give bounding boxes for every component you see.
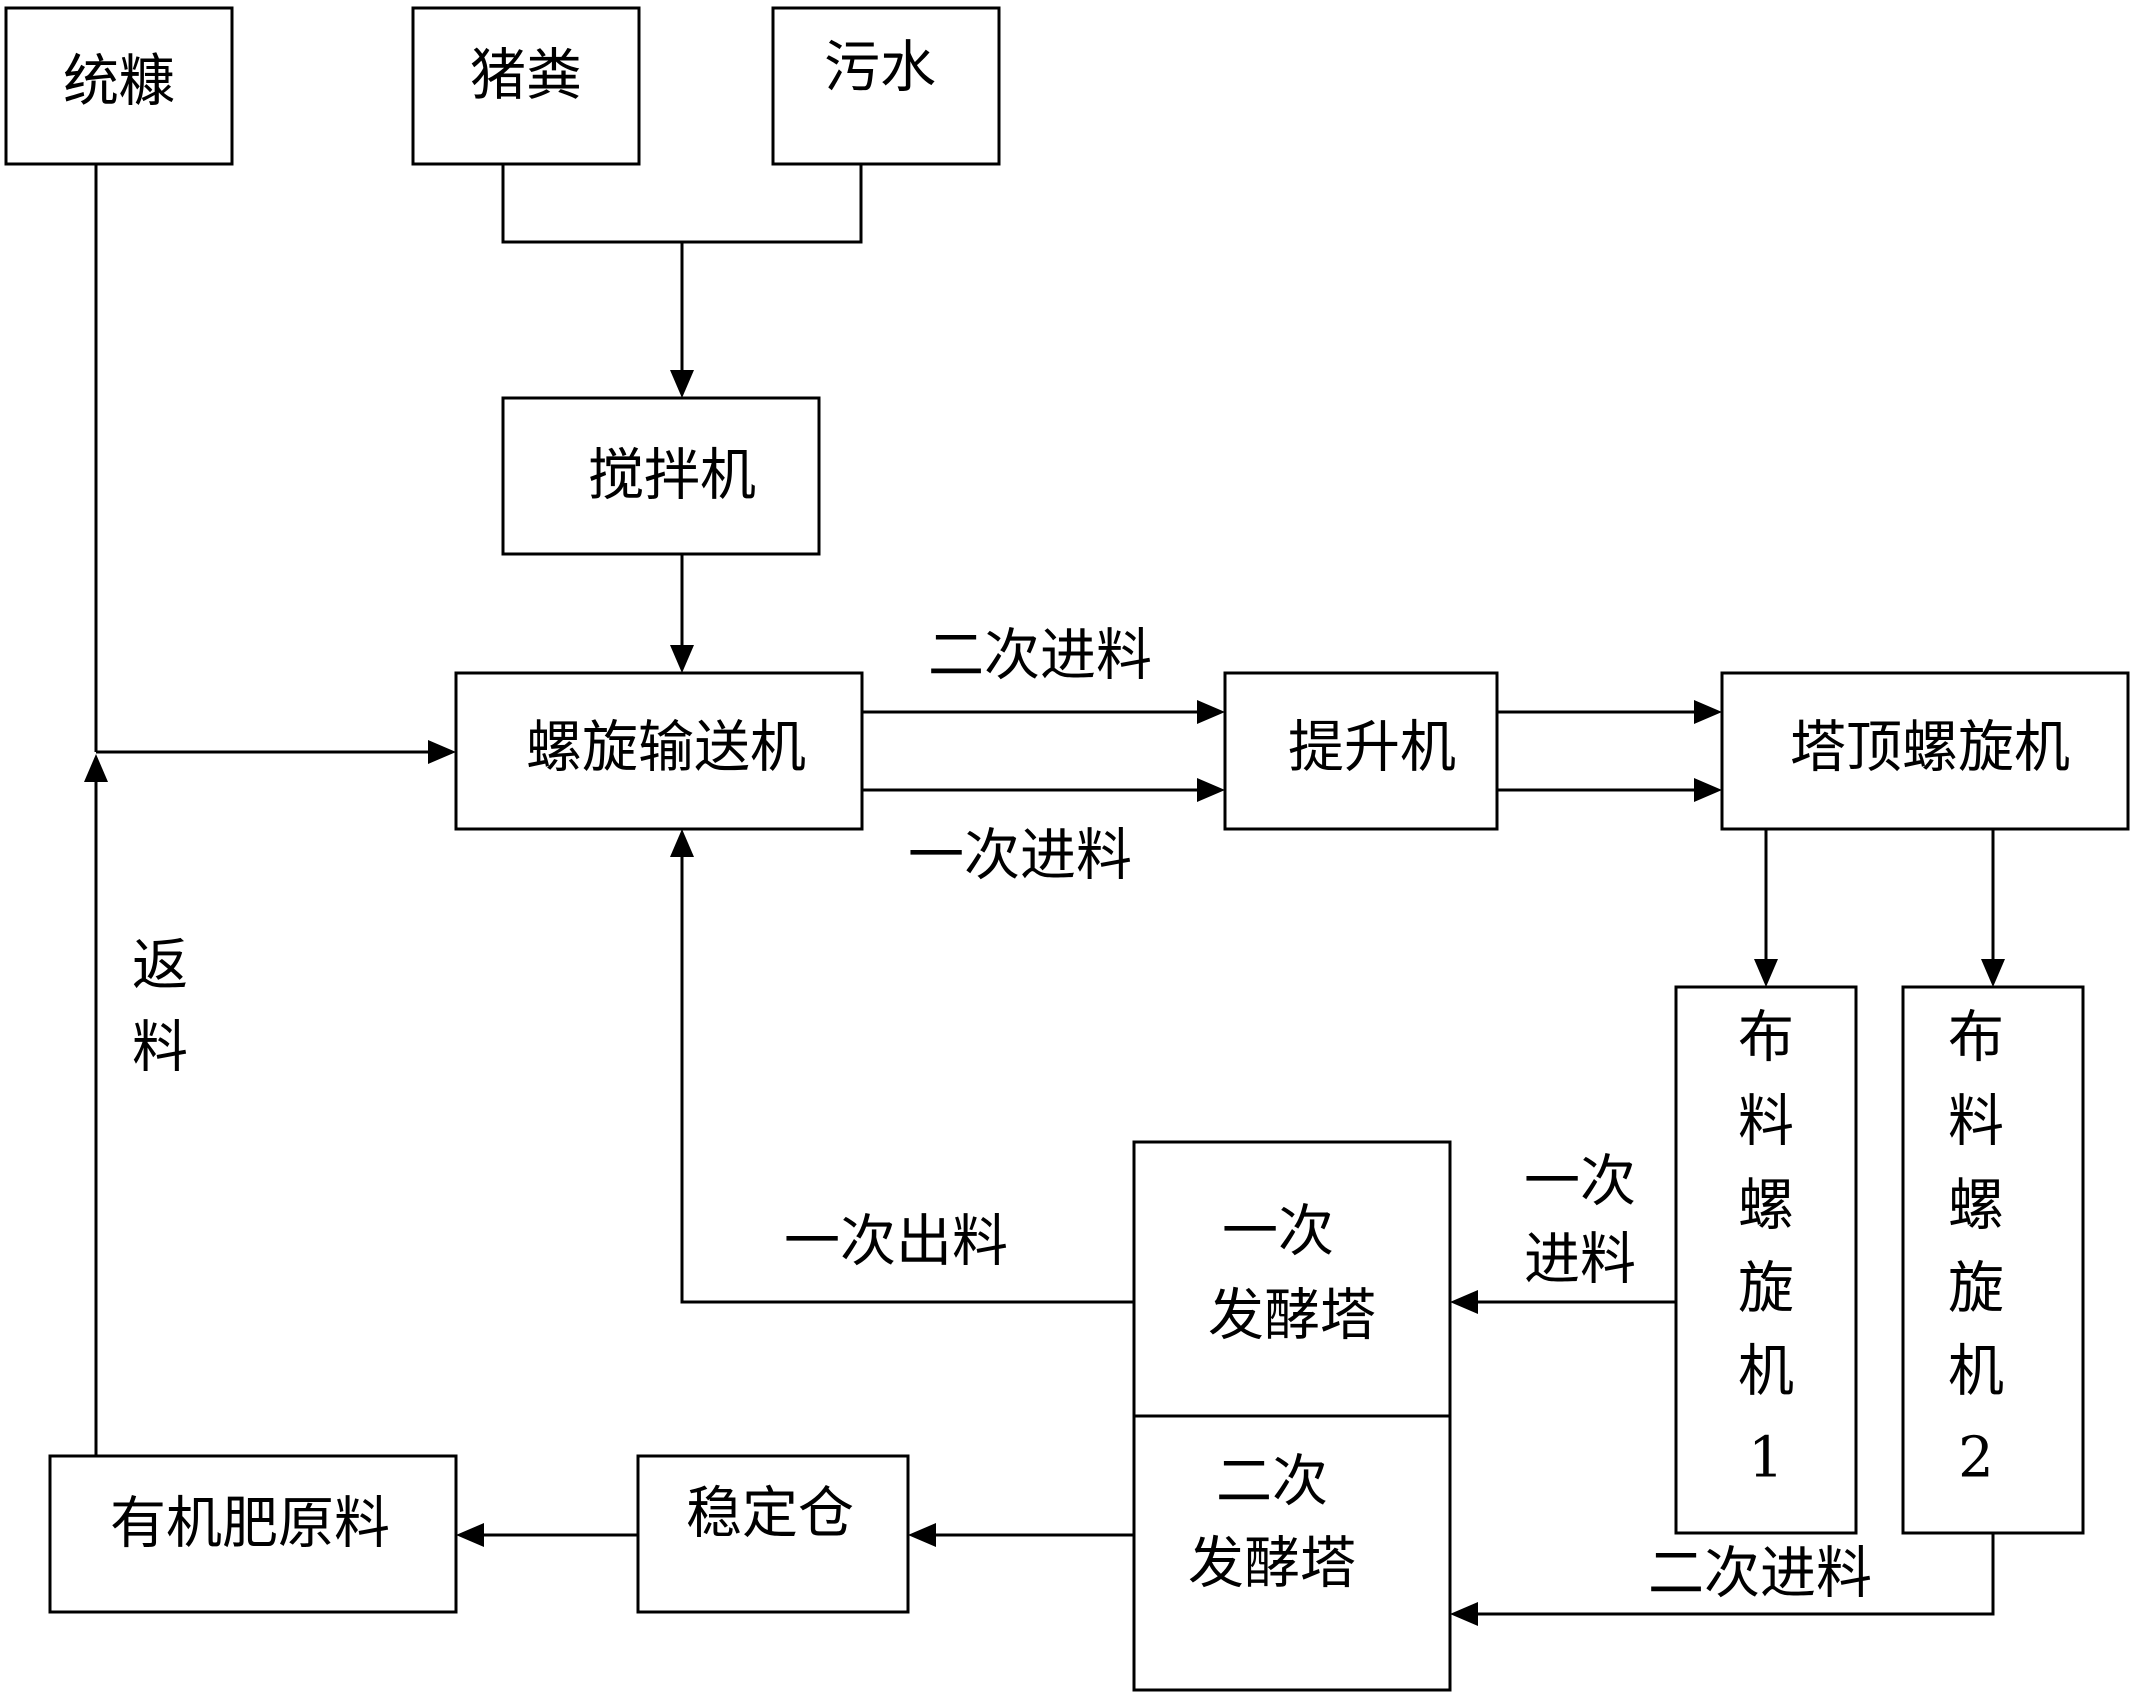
arrowhead xyxy=(428,740,456,764)
node-wushui: 污水 xyxy=(771,6,1001,166)
edge-jiaobanji-to-luoxuan xyxy=(670,554,694,673)
node-jiaobanji-label: 搅拌机 xyxy=(588,444,756,509)
node-erci-fajiaota-line-1: 二次 xyxy=(1216,1450,1328,1515)
arrowhead xyxy=(456,1523,484,1547)
node-bulu-2-char-5: 机 xyxy=(1948,1340,2004,1405)
edge-tongkang-to-luoxuan xyxy=(94,164,456,764)
node-wendingcang: 稳定仓 xyxy=(636,1454,910,1614)
arrowhead xyxy=(1694,700,1722,724)
arrowhead xyxy=(1197,700,1225,724)
node-erci-fajiaota: 二次 发酵塔 xyxy=(1132,1414,1452,1692)
node-tading-luoxuanji-label: 塔顶螺旋机 xyxy=(1790,716,2070,781)
label-yici-chuliao: 一次出料 xyxy=(784,1210,1008,1275)
node-bulu-1-char-4: 旋 xyxy=(1738,1257,1794,1322)
node-bulu-luoxuanji-2: 布 料 螺 旋 机 2 xyxy=(1901,985,2085,1535)
node-youjifei-label: 有机肥原料 xyxy=(110,1492,390,1557)
arrowhead xyxy=(1754,959,1778,987)
node-youjifei-yuanliao: 有机肥原料 xyxy=(48,1454,458,1614)
node-wendingcang-label: 稳定仓 xyxy=(686,1482,854,1547)
label-yici-jinliao-top: 一次进料 xyxy=(908,824,1132,889)
edge-tading-to-bulu-2 xyxy=(1981,829,2005,987)
node-tongkang: 统糠 xyxy=(4,6,234,166)
node-jiaobanji: 搅拌机 xyxy=(501,396,821,556)
arrowhead xyxy=(1450,1290,1478,1314)
node-zhufen: 猪粪 xyxy=(411,6,641,166)
node-bulu-2-char-1: 布 xyxy=(1948,1006,2004,1071)
node-tishengji: 提升机 xyxy=(1223,671,1499,831)
label-yici-jinliao-right-line-1: 一次 xyxy=(1524,1150,1636,1215)
edge-bulu-1-to-yici xyxy=(1450,1290,1676,1314)
node-luoxuan-shusongji: 螺旋输送机 xyxy=(454,671,864,831)
node-luoxuan-shusongji-label: 螺旋输送机 xyxy=(526,716,806,781)
node-yici-fajiaota-line-2: 发酵塔 xyxy=(1208,1284,1376,1349)
edge-erci-to-wendingcang xyxy=(908,1523,1134,1547)
edge-fanliao-return xyxy=(84,754,108,1456)
arrowhead xyxy=(908,1523,936,1547)
label-fanliao-char-2: 料 xyxy=(132,1016,188,1081)
node-wushui-label: 污水 xyxy=(824,36,936,101)
node-bulu-2-char-3: 螺 xyxy=(1948,1174,2004,1239)
arrowhead xyxy=(1197,778,1225,802)
node-tongkang-label: 统糠 xyxy=(63,50,175,115)
edge-luoxuan-to-tishengji-yici xyxy=(862,778,1225,802)
edge-wendingcang-to-youjifei xyxy=(456,1523,638,1547)
arrowhead xyxy=(670,829,694,857)
node-bulu-1-char-6: 1 xyxy=(1748,1426,1784,1491)
node-bulu-1-char-1: 布 xyxy=(1738,1006,1794,1071)
arrowhead xyxy=(1450,1602,1478,1626)
edge-bulu-2-to-erci xyxy=(1450,1533,1995,1626)
label-erci-jinliao-bottom: 二次进料 xyxy=(1648,1542,1872,1607)
edge-tading-to-bulu-1 xyxy=(1754,829,1778,987)
node-bulu-1-char-2: 料 xyxy=(1738,1090,1794,1155)
node-yici-fajiaota-line-1: 一次 xyxy=(1222,1200,1334,1265)
arrowhead xyxy=(1694,778,1722,802)
arrowhead xyxy=(1981,959,2005,987)
label-yici-jinliao-right-line-2: 进料 xyxy=(1524,1228,1636,1293)
node-bulu-2-char-4: 旋 xyxy=(1948,1257,2004,1322)
edge-tishengji-to-tading-2 xyxy=(1497,778,1722,802)
node-erci-fajiaota-line-2: 发酵塔 xyxy=(1188,1532,1356,1597)
node-bulu-luoxuanji-1: 布 料 螺 旋 机 1 xyxy=(1674,985,1858,1535)
node-tishengji-label: 提升机 xyxy=(1288,716,1456,781)
node-bulu-2-char-6: 2 xyxy=(1958,1426,1994,1491)
node-bulu-2-char-2: 料 xyxy=(1948,1090,2004,1155)
node-yici-fajiaota: 一次 发酵塔 xyxy=(1132,1140,1452,1418)
node-tading-luoxuanji: 塔顶螺旋机 xyxy=(1720,671,2130,831)
edge-zhufen-wushui-to-jiaobanji xyxy=(501,164,863,398)
label-fanliao-char-1: 返 xyxy=(132,934,188,999)
node-zhufen-label: 猪粪 xyxy=(470,44,582,109)
arrowhead xyxy=(84,754,108,782)
label-erci-jinliao-top: 二次进料 xyxy=(928,624,1152,689)
edge-tishengji-to-tading-1 xyxy=(1497,700,1722,724)
arrowhead xyxy=(670,645,694,673)
edge-yici-chuliao xyxy=(670,829,1134,1304)
node-bulu-1-char-5: 机 xyxy=(1738,1340,1794,1405)
arrowhead xyxy=(670,370,694,398)
node-bulu-1-char-3: 螺 xyxy=(1738,1174,1794,1239)
edge-luoxuan-to-tishengji-erci xyxy=(862,700,1225,724)
